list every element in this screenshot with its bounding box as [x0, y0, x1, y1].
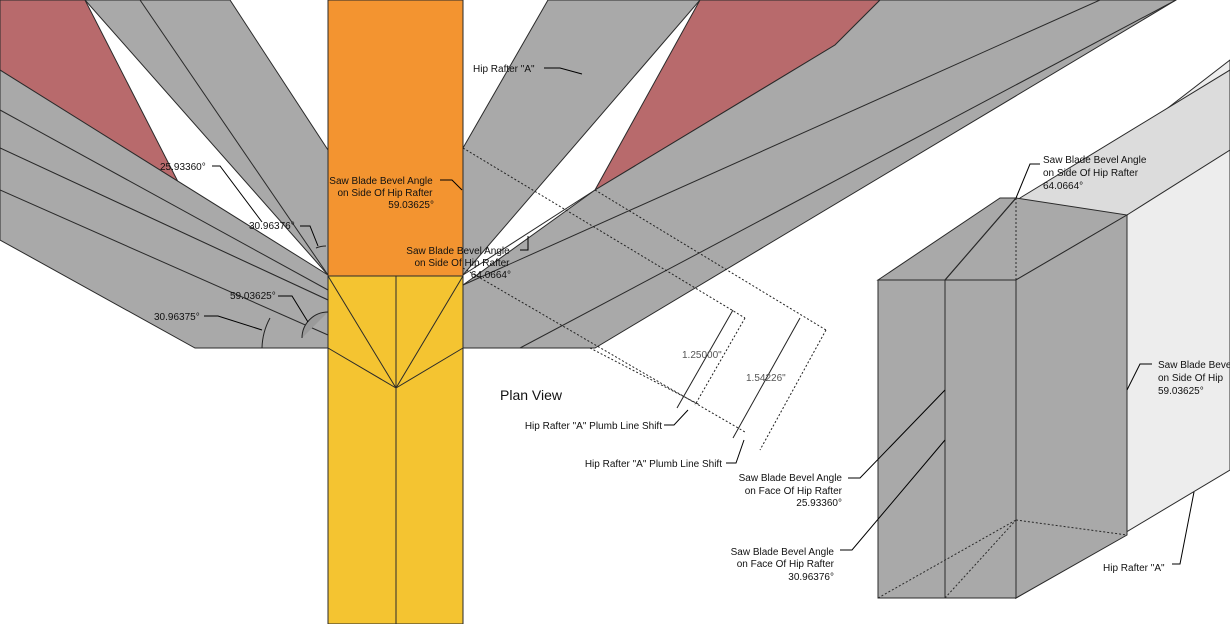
angle-label-4: 30.96375° — [154, 312, 200, 323]
bevel-side-2-line3: 64.0664° — [471, 270, 511, 281]
bevel-side-1-line3: 59.03625° — [388, 200, 434, 211]
iso-hip-rafter-a-label: Hip Rafter "A" — [1103, 563, 1165, 574]
iso-front-right — [944, 279, 1017, 599]
bevel-side-1-line1: Saw Blade Bevel Angle — [329, 176, 433, 187]
ridge-bevel-line-2 — [395, 275, 464, 389]
plumb-shift-1-label: Hip Rafter "A" Plumb Line Shift — [525, 421, 662, 432]
left-rafters — [0, 0, 329, 349]
left-rafter-lower — [0, 147, 329, 349]
dash-1 — [462, 147, 746, 319]
dash-5 — [694, 317, 746, 406]
iso-bevel-face-1-line2: on Face Of Hip Rafter — [745, 486, 843, 497]
iso-bevel-top-line3: 64.0664° — [1043, 181, 1083, 192]
iso-bevel-face-2-line1: Saw Blade Bevel Angle — [731, 547, 835, 558]
leader-bevel-side-1 — [440, 179, 463, 191]
leader-plumb-1 — [664, 409, 689, 426]
bevel-side-2-line2: on Side Of Hip Rafter — [414, 258, 510, 269]
iso-front-left — [877, 279, 946, 599]
iso-edge-1 — [944, 197, 1017, 281]
dash-6 — [759, 329, 827, 451]
arc-59 — [301, 311, 329, 339]
dim-line-1 — [676, 309, 734, 409]
arc-30-lower — [261, 317, 271, 349]
leader-a2 — [300, 225, 319, 247]
dim-1-label: 1.25000" — [682, 350, 722, 361]
leader-a1 — [212, 165, 263, 223]
angle-label-1: 25.93360° — [160, 162, 206, 173]
iso-bevel-face-2-line3: 30.96376° — [788, 572, 834, 583]
leader-a3 — [278, 295, 309, 323]
iso-bevel-right-line2: on Side Of Hip — [1158, 373, 1223, 384]
leader-iso-top — [1015, 163, 1040, 199]
leader-iso-right — [1126, 363, 1152, 391]
angle-arcs — [261, 245, 329, 349]
iso-bevel-face-2-line2: on Face Of Hip Rafter — [737, 559, 835, 570]
dim-2-label: 1.54226" — [746, 373, 786, 384]
right-rafter-centerline-2 — [519, 0, 1177, 349]
left-rafter-centerline-2 — [0, 109, 329, 291]
iso-bevel-right-line1: Saw Blade Bevel — [1158, 360, 1230, 371]
iso-dash-4 — [877, 519, 1017, 599]
bevel-side-2-line1: Saw Blade Bevel Angle — [406, 246, 510, 257]
plan-view-title: Plan View — [500, 387, 563, 403]
iso-dash-5 — [1015, 519, 1128, 536]
ridge-board — [327, 0, 464, 624]
iso-side — [1015, 214, 1128, 599]
dash-4 — [589, 347, 701, 406]
leader-iso-hip-a — [1172, 491, 1195, 565]
leader-a4 — [204, 315, 263, 331]
left-rafter-centerline-3 — [0, 189, 329, 336]
left-rafter-centerline — [139, 0, 329, 276]
ridge-bevel-line-3 — [327, 347, 397, 389]
iso-dash-3 — [944, 519, 1017, 599]
right-rafter-edge — [462, 189, 596, 276]
dimension-lines — [676, 309, 801, 439]
iso-view — [876, 59, 1230, 600]
iso-bevel-top-line2: on Side Of Hip Rafter — [1043, 168, 1139, 179]
ridge-bevel-line-1 — [327, 275, 397, 389]
arc-30-upper — [315, 245, 327, 249]
hip-rafter-a-label: Hip Rafter "A" — [473, 64, 535, 75]
leader-bevel-side-2 — [520, 236, 529, 251]
iso-bevel-face-1-line3: 25.93360° — [796, 498, 842, 509]
bevel-side-1-line2: on Side Of Hip Rafter — [337, 188, 433, 199]
iso-bevel-face-1-line1: Saw Blade Bevel Angle — [739, 473, 843, 484]
ridge-board-orange — [327, 0, 464, 277]
plumb-shift-dashes — [462, 147, 827, 451]
angle-label-2: 30.96376° — [249, 221, 295, 232]
iso-bevel-right-line3: 59.03625° — [1158, 386, 1204, 397]
leader-hip-a — [544, 67, 583, 75]
plumb-shift-2-label: Hip Rafter "A" Plumb Line Shift — [585, 459, 722, 470]
leaders — [204, 67, 1195, 565]
leader-iso-face-2 — [840, 439, 946, 551]
dim-line-2 — [732, 317, 801, 439]
dash-2 — [594, 189, 827, 331]
ridge-bevel-line-4 — [395, 347, 464, 389]
angle-label-3: 59.03625° — [230, 291, 276, 302]
right-rafter-centerline — [462, 0, 1101, 286]
iso-bevel-top-line1: Saw Blade Bevel Angle — [1043, 155, 1147, 166]
leader-plumb-2 — [726, 439, 745, 464]
leader-iso-face-1 — [848, 389, 946, 479]
